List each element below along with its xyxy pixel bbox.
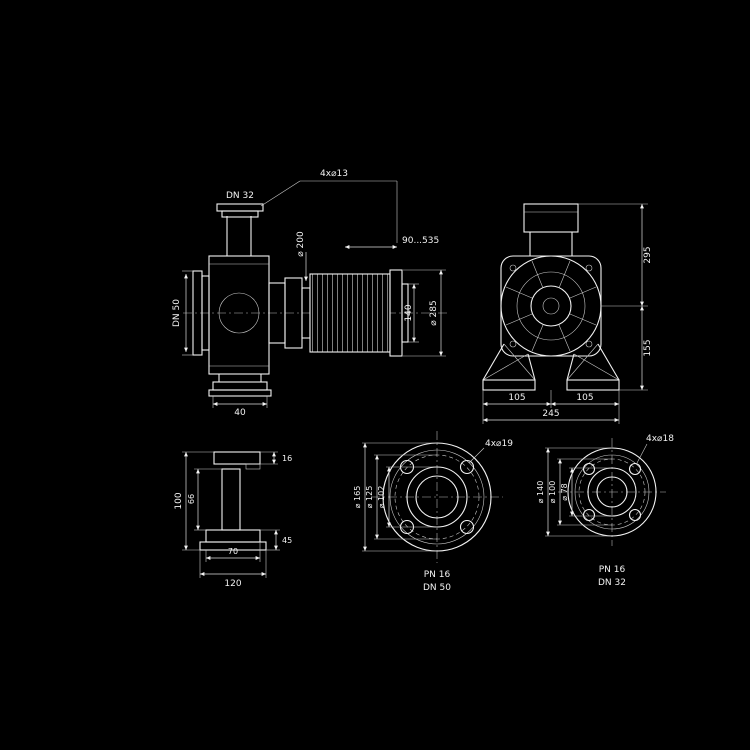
suction-bolt-note: 4x⌀19 — [485, 439, 513, 449]
overall-height-label: 100 — [174, 492, 184, 509]
terminal-box — [523, 203, 579, 256]
volute-casing — [208, 255, 270, 375]
front-height-upper-label: 295 — [643, 246, 653, 263]
discharge-outer-dia-label: ⌀ 140 — [536, 481, 545, 504]
web-height-label: 66 — [187, 494, 196, 504]
bolt-hole — [582, 462, 596, 476]
bolt-hole — [459, 519, 475, 535]
suction-caption-line1: PN 16 — [424, 570, 451, 580]
suction-hub-dia-label: ⌀ 102 — [377, 486, 386, 509]
bolt-hole — [628, 462, 642, 476]
fan-cowl — [500, 255, 602, 357]
discharge-hub-dia-label: ⌀ 78 — [560, 483, 569, 501]
support-legs — [482, 343, 620, 391]
motor-length-range-label: 90...535 — [402, 236, 439, 246]
suction-caption-line2: DN 50 — [423, 583, 451, 593]
side-bolt-note: 4x⌀13 — [320, 169, 348, 179]
foot-height-label: 45 — [282, 536, 292, 545]
foot-spacing-right-label: 105 — [576, 393, 593, 403]
front-view: 295 155 105 105 245 — [482, 203, 653, 424]
suction-bolt-circle-label: ⌀ 125 — [365, 486, 374, 509]
lantern-bracket — [268, 277, 311, 349]
support-base-width-label: 120 — [224, 579, 241, 589]
support-outline — [199, 451, 267, 551]
foot-width-label: 40 — [234, 408, 246, 418]
suction-outer-dia-label: ⌀ 165 — [353, 486, 362, 509]
suction-flange-view: ⌀ 165 ⌀ 125 ⌀ 102 4x⌀19 PN 16 DN 50 — [353, 431, 513, 593]
bolt-hole — [628, 508, 642, 522]
pump-foot — [208, 374, 272, 397]
discharge-bolt-note: 4x⌀18 — [646, 434, 674, 444]
suction-flange-label: DN 50 — [172, 299, 182, 327]
lantern-diameter-label: ⌀ 200 — [296, 231, 306, 257]
tab-thickness-label: 16 — [282, 454, 292, 463]
fan-cover-dim-label: 140 — [404, 304, 414, 321]
motor-body — [309, 269, 409, 357]
support-view: 16 100 66 45 70 120 — [174, 451, 292, 589]
foot-spacing-left-label: 105 — [508, 393, 525, 403]
discharge-caption-line1: PN 16 — [599, 565, 626, 575]
side-view: DN 50 DN 32 4x⌀13 — [172, 169, 448, 418]
base-width-label: 245 — [542, 409, 559, 419]
bolt-hole — [582, 508, 596, 522]
front-height-lower-label: 155 — [643, 339, 653, 356]
discharge-flange — [216, 203, 264, 256]
bolt-hole — [459, 459, 475, 475]
support-foot-width-label: 70 — [228, 547, 238, 556]
discharge-caption-line2: DN 32 — [598, 578, 626, 588]
discharge-flange-label: DN 32 — [226, 191, 254, 201]
discharge-flange-view: ⌀ 140 ⌀ 100 ⌀ 78 4x⌀18 PN 16 DN 32 — [536, 434, 674, 588]
discharge-bolt-circle-label: ⌀ 100 — [548, 481, 557, 504]
motor-diameter-label: ⌀ 285 — [429, 300, 439, 325]
